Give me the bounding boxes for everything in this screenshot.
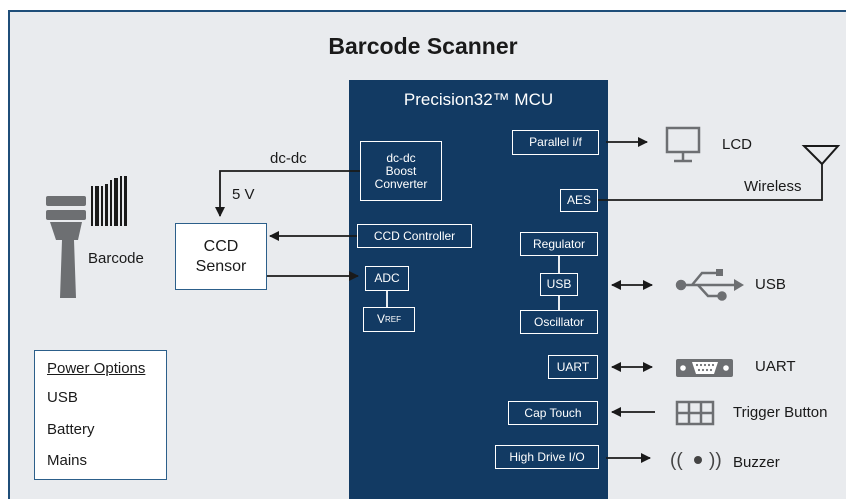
trigger-button-label: Trigger Button	[733, 404, 828, 421]
power-option-mains: Mains	[47, 452, 88, 469]
ccd-sensor-line-1: CCD	[203, 237, 239, 255]
lcd-label: LCD	[722, 136, 753, 153]
keypad-icon	[675, 400, 715, 426]
barcode-label: Barcode	[88, 250, 144, 267]
ccd-sensor-line-2: Sensor	[195, 257, 247, 275]
vref-label: V	[376, 312, 385, 326]
buzzer-label: Buzzer	[733, 454, 780, 471]
diagram-title: Barcode Scanner	[328, 33, 518, 59]
mcu-title: Precision32™ MCU	[403, 90, 554, 109]
high-drive-io-block: High Drive I/O	[495, 445, 599, 469]
regulator-block: Regulator	[520, 232, 598, 256]
power-option-usb: USB	[47, 389, 78, 406]
monitor-icon	[665, 126, 701, 163]
aes-block: AES	[560, 189, 598, 212]
uart-block: UART	[548, 355, 598, 379]
svg-text:)): ))	[709, 450, 722, 471]
antenna-icon	[801, 145, 841, 166]
aes-wireless-line	[598, 163, 823, 201]
ccd-controller-block: CCD Controller	[357, 224, 472, 248]
power-options-heading: Power Options	[47, 360, 146, 377]
serial-port-icon	[676, 359, 733, 377]
power-options-box: Power Options USB Battery Mains	[34, 350, 167, 480]
usb-block: USB	[540, 273, 578, 296]
svg-text:((: ((	[670, 450, 683, 471]
dcdc-to-ccd-arrow	[215, 170, 360, 217]
usb-icon	[675, 269, 744, 301]
adc-block: ADC	[365, 266, 409, 291]
dcdc-line-2: Boost	[385, 163, 417, 178]
wireless-label: Wireless	[744, 178, 802, 195]
parallel-if-block: Parallel i/f	[512, 130, 599, 155]
uart-label: UART	[755, 358, 796, 375]
dcdc-line-1: dc-dc	[386, 150, 416, 165]
barcode-scanner-icon	[46, 176, 127, 298]
ccd-sensor-block: CCD Sensor	[175, 223, 267, 290]
oscillator-block: Oscillator	[520, 310, 598, 334]
power-option-battery: Battery	[47, 421, 95, 438]
usb-label: USB	[755, 276, 786, 293]
vref-subscript: REF	[385, 315, 401, 324]
dcdc-boost-block: dc-dc Boost Converter	[360, 141, 442, 201]
dcdc-line-3: Converter	[374, 176, 428, 191]
buzzer-icon: (( ))	[670, 450, 722, 471]
cap-touch-block: Cap Touch	[508, 401, 598, 425]
dcdc-label: dc-dc	[270, 150, 307, 167]
five-volt-label: 5 V	[232, 186, 255, 203]
